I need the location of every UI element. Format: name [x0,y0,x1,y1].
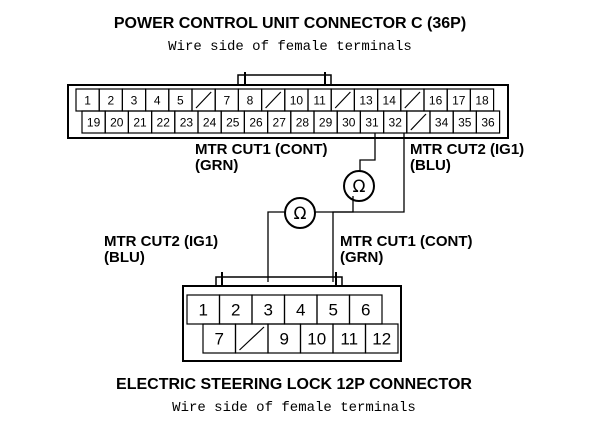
pcu-terminal-36 [475,110,501,134]
pcu-empty-slash [334,91,351,109]
pcu-terminal-label: 31 [365,115,379,129]
label-esl-grn: (GRN) [340,249,383,266]
esl-lock-tab [215,276,343,287]
pcu-terminal-label: 18 [475,93,489,107]
esl-terminal-label: 3 [264,301,273,320]
lead-esl-3 [267,211,285,282]
pcu-terminal-label: 7 [223,93,230,107]
ohmmeter-upper-circle [343,170,375,202]
pcu-terminal-label: 34 [435,115,449,129]
pcu-terminal-label: 21 [133,115,147,129]
pcu-terminal-label: 29 [319,115,333,129]
esl-terminal-12 [364,323,399,354]
pcu-terminal-label: 28 [296,115,310,129]
lead-pcu-31 [359,133,376,172]
label-esl-mtr-cut2: MTR CUT2 (IG1) [104,233,218,250]
esl-connector-body [182,285,402,362]
esl-terminal-label: 10 [307,330,326,349]
pcu-terminal-label: 22 [157,115,171,129]
label-pcu-mtr-cut2: MTR CUT2 (IG1) [410,141,524,158]
esl-terminal-label: 5 [329,301,338,320]
esl-connector-subtitle: Wire side of female terminals [172,400,416,416]
pcu-terminal-label: 1 [84,93,91,107]
esl-connector-title: ELECTRIC STEERING LOCK 12P CONNECTOR [116,376,472,393]
pcu-terminal-label: 17 [452,93,466,107]
pcu-terminal-label: 20 [110,115,124,129]
pcu-terminal-label: 13 [359,93,373,107]
esl-terminal-label: 12 [372,330,391,349]
pcu-terminal-label: 16 [429,93,443,107]
pcu-terminal-label: 19 [87,115,101,129]
pcu-terminal-label: 35 [458,115,472,129]
pcu-terminal-label: 30 [342,115,356,129]
label-esl-blu: (BLU) [104,249,145,266]
pcu-empty-slash [195,91,212,109]
esl-terminal-label: 11 [340,330,358,349]
label-pcu-blu: (BLU) [410,157,451,174]
pcu-terminal-label: 26 [249,115,263,129]
pcu-empty-slash [404,91,421,109]
ohmmeter-lower: Ω [284,197,316,229]
ohm-icon: Ω [294,204,307,224]
esl-terminal-label: 7 [215,330,224,349]
esl-terminal-label: 1 [199,301,208,320]
pcu-terminal-label: 10 [290,93,304,107]
esl-terminal-label: 4 [296,301,305,320]
pcu-empty-slash [410,113,427,131]
label-pcu-mtr-cut1: MTR CUT1 (CONT) [195,141,327,158]
pcu-terminal-label: 25 [226,115,240,129]
test-leads [267,133,405,282]
pcu-connector-title: POWER CONTROL UNIT CONNECTOR C (36P) [114,15,466,32]
ohm-icon: Ω [353,177,366,197]
pcu-terminal-label: 27 [273,115,287,129]
pcu-terminal-label: 2 [107,93,114,107]
pcu-terminal-label: 32 [389,115,403,129]
esl-terminal-label: 6 [361,301,370,320]
pcu-terminal-label: 36 [481,115,495,129]
pcu-terminal-label: 4 [154,93,161,107]
esl-empty-slash [239,326,265,351]
pcu-terminal-label: 8 [247,93,254,107]
pcu-terminal-label: 5 [177,93,184,107]
pcu-connector-subtitle: Wire side of female terminals [168,39,412,55]
pcu-lock-tab [237,74,332,86]
esl-terminal-label: 9 [280,330,289,349]
label-pcu-grn: (GRN) [195,157,238,174]
lead-pcu-32 [314,133,405,213]
esl-terminal-label: 2 [231,301,240,320]
pcu-terminal-label: 24 [203,115,217,129]
pcu-connector-body [67,84,509,139]
ohmmeter-upper: Ω [343,170,375,202]
pcu-terminal-label: 23 [180,115,194,129]
pcu-terminal-label: 3 [131,93,138,107]
pcu-terminal-label: 11 [313,93,326,107]
label-esl-mtr-cut1: MTR CUT1 (CONT) [340,233,472,250]
pcu-terminal-label: 14 [383,93,397,107]
pcu-empty-slash [265,91,282,109]
ohmmeter-lower-circle [284,197,316,229]
